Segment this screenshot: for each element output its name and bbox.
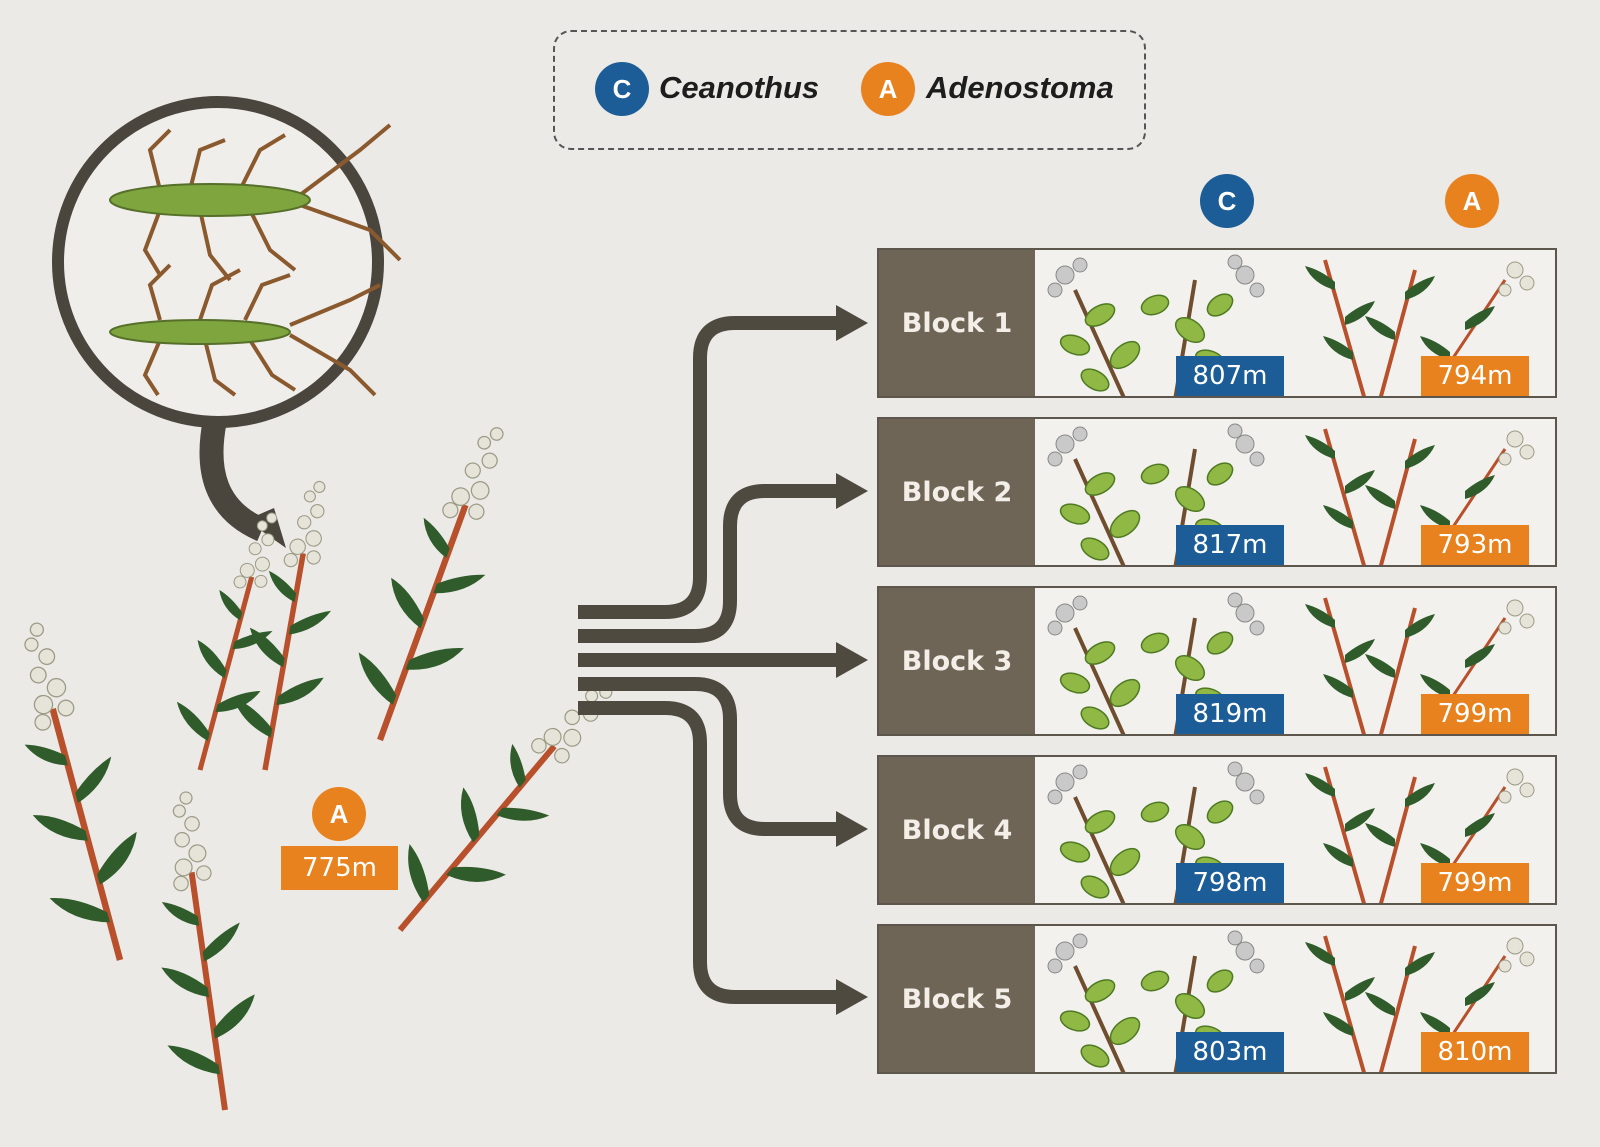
adenostoma-plant-icon: [1305, 428, 1535, 565]
source-species-badge: A: [312, 787, 366, 841]
arrow-heads: [836, 305, 868, 1015]
adenostoma-source-plants: [0, 409, 641, 1116]
block-row-2: Block 2: [877, 417, 1557, 567]
adenostoma-elevation-tag: 799m: [1421, 694, 1529, 734]
adenostoma-plant-icon: [1305, 597, 1535, 734]
block-label: Block 3: [879, 588, 1035, 734]
adenostoma-legend-badge: A: [861, 62, 915, 116]
adenostoma-column-badge: A: [1445, 174, 1499, 228]
block-plants: [1047, 761, 1535, 903]
adenostoma-elevation-tag: 810m: [1421, 1032, 1529, 1072]
ceanothus-legend-badge: C: [595, 62, 649, 116]
block-row-5: Block 5: [877, 924, 1557, 1074]
species-legend: C Ceanothus A Adenostoma: [553, 30, 1146, 150]
block-label: Block 5: [879, 926, 1035, 1072]
block-label: Block 2: [879, 419, 1035, 565]
block-row-1: Block 1: [877, 248, 1557, 398]
ceanothus-legend-label: Ceanothus: [659, 70, 820, 105]
adenostoma-elevation-tag: 794m: [1421, 356, 1529, 396]
block-row-3: Block 3: [877, 586, 1557, 736]
adenostoma-elevation-tag: 799m: [1421, 863, 1529, 903]
source-elevation-tag: 775m: [281, 846, 398, 890]
ceanothus-elevation-tag: 803m: [1176, 1032, 1284, 1072]
adenostoma-legend-label: Adenostoma: [926, 70, 1114, 105]
block-label: Block 1: [879, 250, 1035, 396]
block-plants: [1047, 930, 1535, 1072]
ceanothus-elevation-tag: 807m: [1176, 356, 1284, 396]
adenostoma-plant-icon: [1305, 766, 1535, 903]
ceanothus-plant-icon: [1047, 423, 1265, 565]
block-label: Block 4: [879, 757, 1035, 903]
ceanothus-elevation-tag: 817m: [1176, 525, 1284, 565]
ceanothus-column-badge: C: [1200, 174, 1254, 228]
block-plants: [1047, 423, 1535, 565]
distribution-arrows: [578, 316, 840, 1004]
adenostoma-elevation-tag: 793m: [1421, 525, 1529, 565]
ceanothus-plant-icon: [1047, 930, 1265, 1072]
block-row-4: Block 4: [877, 755, 1557, 905]
ceanothus-elevation-tag: 798m: [1176, 863, 1284, 903]
ceanothus-plant-icon: [1047, 761, 1265, 903]
insect-icon: [109, 123, 402, 397]
ceanothus-elevation-tag: 819m: [1176, 694, 1284, 734]
